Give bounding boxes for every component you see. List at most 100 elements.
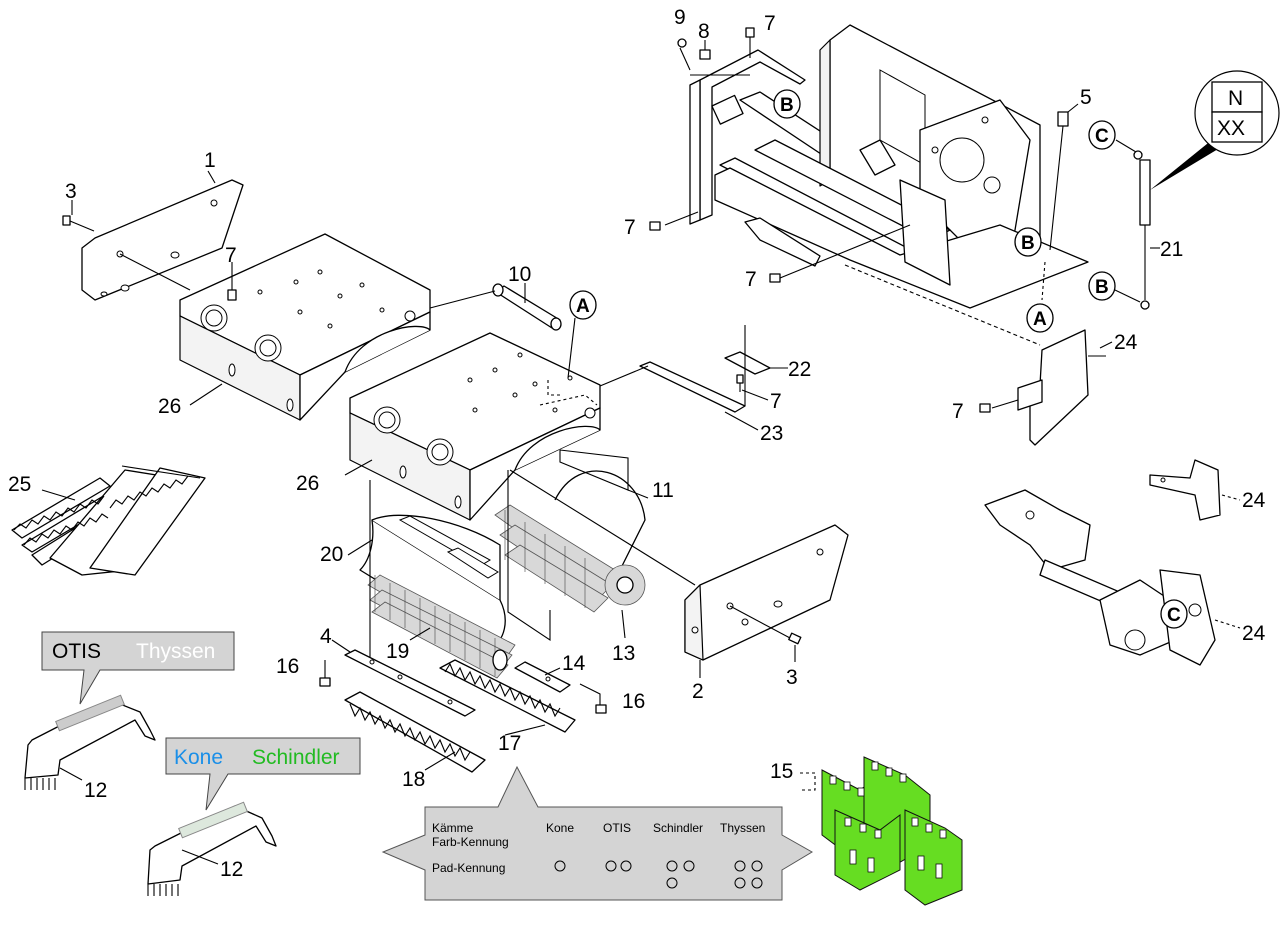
callout-17: 17 (498, 732, 521, 755)
svg-text:B: B (1095, 277, 1109, 298)
callout-8: 8 (698, 20, 710, 43)
screw-7-bracket (979, 403, 991, 413)
svg-text:B: B (1021, 233, 1035, 254)
main-frame (714, 24, 1089, 309)
bracket-24-top (1017, 329, 1106, 446)
svg-text:A: A (1033, 309, 1047, 330)
comb-strip-17 (439, 659, 576, 733)
callout-18: 18 (402, 768, 425, 791)
housing-26-upper (179, 233, 431, 421)
callout-13: 13 (612, 642, 635, 665)
ref-marker-b-strut: B (1088, 271, 1116, 301)
callout-23: 23 (760, 422, 783, 445)
pad-22 (724, 351, 771, 375)
callout-26-lower: 26 (296, 472, 319, 495)
comb-12-otis (24, 694, 156, 790)
svg-text:C: C (1095, 126, 1109, 147)
callout-7-frame-mid: 7 (745, 268, 757, 291)
callout-12-kone: 12 (220, 858, 243, 881)
brush-roller-13 (494, 470, 646, 613)
legend-brand-thyssen: Thyssen (720, 821, 765, 835)
housing-26-lower (349, 332, 601, 521)
svg-text:XX: XX (1217, 117, 1245, 140)
callout-12-otis: 12 (84, 779, 107, 802)
comb-inserts-15 (821, 756, 963, 906)
rail-4 (344, 649, 476, 717)
comb-12-kone (147, 801, 277, 896)
bracket-small (744, 217, 821, 267)
legend-brand-otis: OTIS (603, 821, 631, 835)
callout-19: 19 (386, 640, 409, 663)
label-kone-schindler: Kone Schindler (165, 737, 361, 811)
screw-16-left (319, 677, 331, 687)
side-plate-2 (684, 524, 849, 661)
comb-labels-25 (11, 465, 206, 576)
screw-7-frame-mid (769, 273, 781, 283)
callout-20: 20 (320, 543, 343, 566)
callout-26-upper: 26 (158, 395, 181, 418)
callout-16-right: 16 (622, 690, 645, 713)
callout-25: 25 (8, 473, 31, 496)
ref-marker-b-right: B (1014, 227, 1042, 257)
bracket-24-mid (1149, 459, 1221, 521)
callout-7-housing: 7 (225, 244, 237, 267)
callout-3-left: 3 (65, 180, 77, 203)
callout-21: 21 (1160, 238, 1183, 261)
callout-14: 14 (562, 652, 586, 675)
callout-16-left: 16 (276, 655, 299, 678)
screw-3-left (62, 200, 95, 232)
label-thyssen-brand: Thyssen (136, 640, 215, 663)
rail-14 (514, 661, 571, 693)
ref-marker-b-top: B (773, 89, 801, 119)
screw-5 (1049, 103, 1079, 251)
callout-4: 4 (320, 625, 332, 648)
svg-text:N: N (1228, 87, 1243, 110)
legend-brand-kone: Kone (546, 821, 574, 835)
screw-16-right (595, 704, 607, 714)
legend-pad-kennung: Pad-Kennung (432, 861, 505, 875)
gas-strut-21 (1114, 139, 1151, 310)
screw-3-right (788, 632, 802, 645)
screw-7-top (745, 27, 755, 38)
cover-20 (359, 514, 506, 651)
ref-marker-a-right: A (1026, 303, 1054, 333)
ref-marker-c-linkage: C (1160, 599, 1188, 629)
callout-5: 5 (1080, 86, 1092, 109)
callout-9: 9 (674, 6, 686, 29)
washer-9 (677, 38, 687, 48)
callout-7-bracket: 7 (952, 400, 964, 423)
side-plate-1 (81, 179, 244, 301)
legend-farb-kennung: Farb-Kennung (432, 835, 509, 849)
callout-24-mid: 24 (1242, 489, 1266, 512)
svg-text:B: B (780, 95, 794, 116)
callout-10: 10 (508, 263, 531, 286)
callout-11: 11 (652, 479, 674, 502)
screw-7-frame-left (649, 221, 661, 231)
callout-7-top: 7 (764, 12, 776, 35)
callout-1: 1 (204, 149, 216, 172)
legend-brand-schindler: Schindler (653, 821, 703, 835)
comb-strip-18 (344, 691, 486, 773)
plate-23 (639, 361, 746, 413)
brush-roller-19 (367, 574, 516, 679)
callout-2: 2 (692, 680, 704, 703)
svg-text:C: C (1167, 605, 1181, 626)
pad-marks (554, 860, 763, 889)
linkage-assembly (984, 489, 1216, 666)
nx-box: N XX (1194, 70, 1280, 156)
callout-22: 22 (788, 358, 811, 381)
label-kone-brand: Kone (174, 746, 223, 769)
screw-8 (699, 49, 711, 60)
legend-box: Kämme Farb-Kennung Pad-Kennung Kone OTIS… (381, 765, 813, 901)
svg-text:A: A (576, 296, 590, 317)
label-otis-brand: OTIS (52, 640, 101, 663)
callout-3-right: 3 (786, 666, 798, 689)
callout-24-top: 24 (1114, 331, 1138, 354)
label-otis-thyssen: OTIS Thyssen (41, 631, 235, 705)
callout-7-pad: 7 (770, 390, 782, 413)
callout-15: 15 (770, 760, 793, 783)
label-schindler-brand: Schindler (252, 746, 340, 769)
ref-marker-a-left: A (569, 290, 597, 320)
ref-marker-c-strut: C (1088, 120, 1116, 150)
